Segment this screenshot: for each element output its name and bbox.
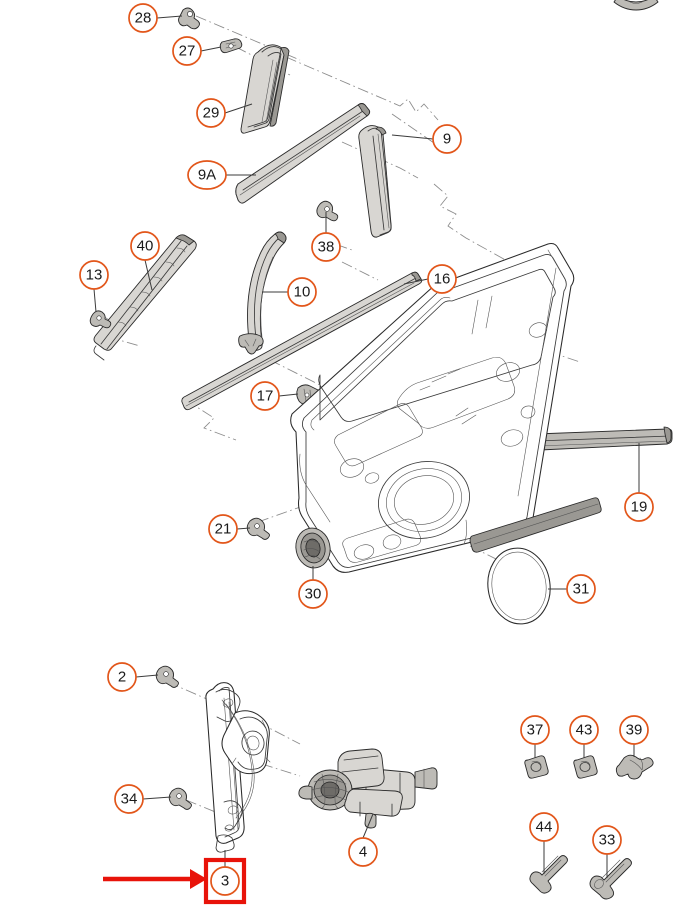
main-door-panel (290, 242, 602, 573)
callout-2-label: 2 (118, 669, 126, 686)
callout-27[interactable]: 27 (172, 36, 202, 66)
part-10-glass-channel (238, 231, 287, 355)
callout-37-label: 37 (527, 722, 544, 739)
red-pointer-arrow (103, 869, 207, 889)
top-edge-partial-part (613, 0, 659, 11)
callout-31[interactable]: 31 (566, 574, 596, 604)
callout-16[interactable]: 16 (427, 264, 457, 294)
part-27-clip (219, 38, 243, 54)
callout-4[interactable]: 4 (348, 837, 378, 867)
part-2-clip (155, 665, 179, 688)
part-13-clip (89, 310, 112, 329)
callout-19-label: 19 (631, 499, 648, 516)
part-43-square-nut (573, 755, 598, 779)
callout-39-label: 39 (626, 722, 643, 739)
part-29-b-pillar-cover (240, 44, 290, 134)
callout-4-label: 4 (359, 844, 367, 861)
callout-29[interactable]: 29 (196, 98, 226, 128)
callout-3[interactable]: 3 (210, 866, 240, 896)
part-28-clip (178, 7, 200, 30)
red-highlight-box (203, 857, 247, 905)
callout-38-label: 38 (318, 239, 335, 256)
callout-17[interactable]: 17 (250, 381, 280, 411)
part-9-window-frame-seal (358, 125, 392, 238)
callout-33-label: 33 (599, 832, 616, 849)
callout-leader-lines (93, 15, 640, 878)
part-31-access-hole-cover (487, 547, 551, 625)
part-4-window-motor (298, 748, 438, 829)
callout-19[interactable]: 19 (624, 492, 654, 522)
callout-9A-label: 9A (198, 167, 216, 184)
part-38-clip (316, 200, 339, 222)
callout-3-label: 3 (221, 873, 229, 890)
part-33-screw (589, 858, 632, 900)
callout-33[interactable]: 33 (592, 825, 622, 855)
callout-34-label: 34 (121, 791, 138, 808)
callout-13-label: 13 (86, 267, 103, 284)
callout-10[interactable]: 10 (287, 277, 317, 307)
callout-17-label: 17 (257, 388, 274, 405)
part-30-grommet (295, 527, 331, 569)
part-37-square-nut (524, 755, 549, 779)
part-34-clip (168, 787, 192, 810)
callout-9A[interactable]: 9A (187, 160, 227, 190)
callout-bubbles: 28 27 29 9A 9 13 40 10 38 16 17 19 21 30… (79, 3, 654, 896)
callout-9[interactable]: 9 (432, 124, 462, 154)
callout-27-label: 27 (179, 43, 196, 60)
part-40-window-guide-rail (93, 234, 197, 361)
callout-40[interactable]: 40 (130, 231, 160, 261)
callout-30[interactable]: 30 (298, 579, 328, 609)
callout-28-label: 28 (135, 10, 152, 27)
callout-29-label: 29 (203, 105, 220, 122)
callout-31-label: 31 (573, 581, 590, 598)
callout-44-label: 44 (536, 819, 553, 836)
callout-16-label: 16 (434, 271, 451, 288)
callout-37[interactable]: 37 (520, 715, 550, 745)
callout-30-label: 30 (305, 586, 322, 603)
callout-2[interactable]: 2 (107, 662, 137, 692)
callout-34[interactable]: 34 (114, 784, 144, 814)
callout-10-label: 10 (294, 284, 311, 301)
callout-39[interactable]: 39 (619, 715, 649, 745)
part-16-inner-belt-weatherstrip (181, 271, 423, 411)
callout-13[interactable]: 13 (79, 260, 109, 290)
part-9A-outer-belt-moulding (235, 103, 371, 204)
part-3-window-regulator (205, 682, 271, 853)
part-19-outer-belt-weatherstrip (532, 426, 673, 451)
callout-43[interactable]: 43 (569, 715, 599, 745)
part-39-spring-clip (615, 754, 654, 780)
callout-40-label: 40 (137, 238, 154, 255)
callout-21[interactable]: 21 (208, 514, 238, 544)
part-21-clip (246, 517, 270, 540)
callout-9-label: 9 (443, 131, 451, 148)
callout-43-label: 43 (576, 722, 593, 739)
part-44-screw (529, 855, 568, 894)
callout-28[interactable]: 28 (128, 3, 158, 33)
callout-44[interactable]: 44 (529, 812, 559, 842)
callout-38[interactable]: 38 (311, 232, 341, 262)
callout-21-label: 21 (215, 521, 232, 538)
